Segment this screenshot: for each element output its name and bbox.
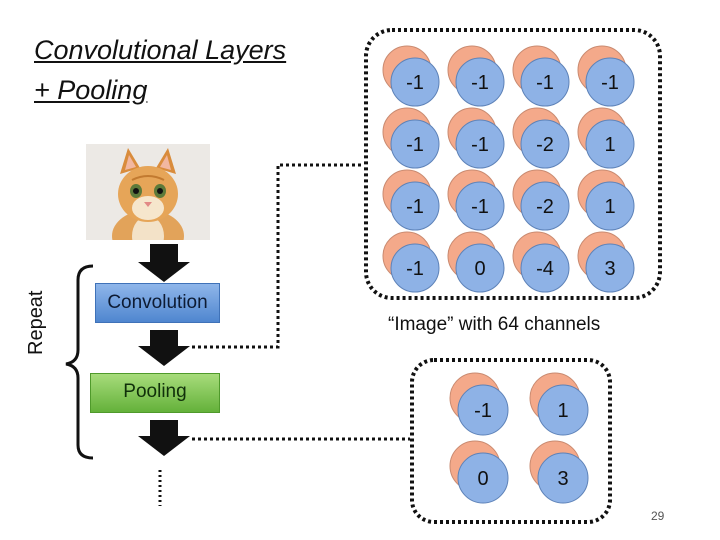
slide-title: Convolutional Layers + Pooling	[34, 30, 286, 110]
conv-cell-value: -1	[406, 72, 424, 94]
conv-channel-circle-front	[585, 57, 635, 107]
conv-channel-circle-front	[390, 243, 440, 293]
conv-cell-value: -1	[471, 196, 489, 218]
pool-output-grid: -1 1 0 3	[449, 372, 589, 504]
pool-cell-value: -1	[474, 400, 492, 422]
down-arrow-icon	[138, 330, 190, 366]
conv-cell-value: -2	[536, 134, 554, 156]
channels-caption: “Image” with 64 channels	[388, 314, 601, 335]
conv-cell-value: 0	[474, 258, 485, 280]
title-line-1: Convolutional Layers	[34, 35, 287, 65]
conv-channel-circle-front	[520, 119, 570, 169]
conv-channel-circle-front	[455, 119, 505, 169]
conv-channel-circle-front	[520, 243, 570, 293]
pool-channel-circle-front	[537, 452, 589, 504]
pool-output-frame	[410, 358, 612, 524]
title-line-2: + Pooling	[34, 75, 148, 105]
cat-image	[86, 144, 210, 240]
conv-channel-circle-front	[585, 181, 635, 231]
conv-channel-circle-front	[390, 181, 440, 231]
pool-cell-value: 0	[477, 468, 488, 490]
pool-cell-value: 1	[557, 400, 568, 422]
conv-cell-value: -1	[471, 134, 489, 156]
pool-cell-value: 3	[557, 468, 568, 490]
conv-cell-value: -1	[601, 72, 619, 94]
conv-channel-circle-front	[585, 119, 635, 169]
conv-cell-value: 1	[604, 134, 615, 156]
conv-channel-circle-front	[390, 57, 440, 107]
conv-cell-value: -2	[536, 196, 554, 218]
convolution-box: Convolution	[95, 283, 220, 323]
conv-channel-circle-front	[520, 181, 570, 231]
cat-illustration	[86, 144, 210, 240]
down-arrow-icon	[138, 244, 190, 282]
conv-cell-value: -1	[406, 258, 424, 280]
conv-output-frame	[364, 28, 662, 300]
conv-channel-circle-front	[520, 57, 570, 107]
conv-cell-value: 3	[604, 258, 615, 280]
conv-output-grid: -1 -1 -1 -1 -1 -1 -2 1 -1 -1 -2 1 -1 0 -4 3	[382, 45, 635, 293]
repeat-bracket	[65, 264, 94, 460]
conv-connector	[192, 163, 364, 349]
conv-cell-value: 1	[604, 196, 615, 218]
down-arrow-icon	[138, 420, 190, 456]
conv-cell-value: -1	[536, 72, 554, 94]
conv-cell-value: -1	[471, 72, 489, 94]
conv-channel-circle-front	[455, 57, 505, 107]
conv-channel-circle-front	[455, 243, 505, 293]
pool-channel-circle-front	[457, 452, 509, 504]
pooling-box: Pooling	[90, 373, 220, 413]
pool-channel-circle-front	[537, 384, 589, 436]
page-number: 29	[651, 509, 665, 523]
conv-cell-value: -1	[406, 134, 424, 156]
conv-cell-value: -4	[536, 258, 554, 280]
conv-channel-circle-front	[390, 119, 440, 169]
conv-channel-circle-front	[585, 243, 635, 293]
conv-cell-value: -1	[406, 196, 424, 218]
pool-channel-circle-front	[457, 384, 509, 436]
conv-channel-circle-front	[455, 181, 505, 231]
